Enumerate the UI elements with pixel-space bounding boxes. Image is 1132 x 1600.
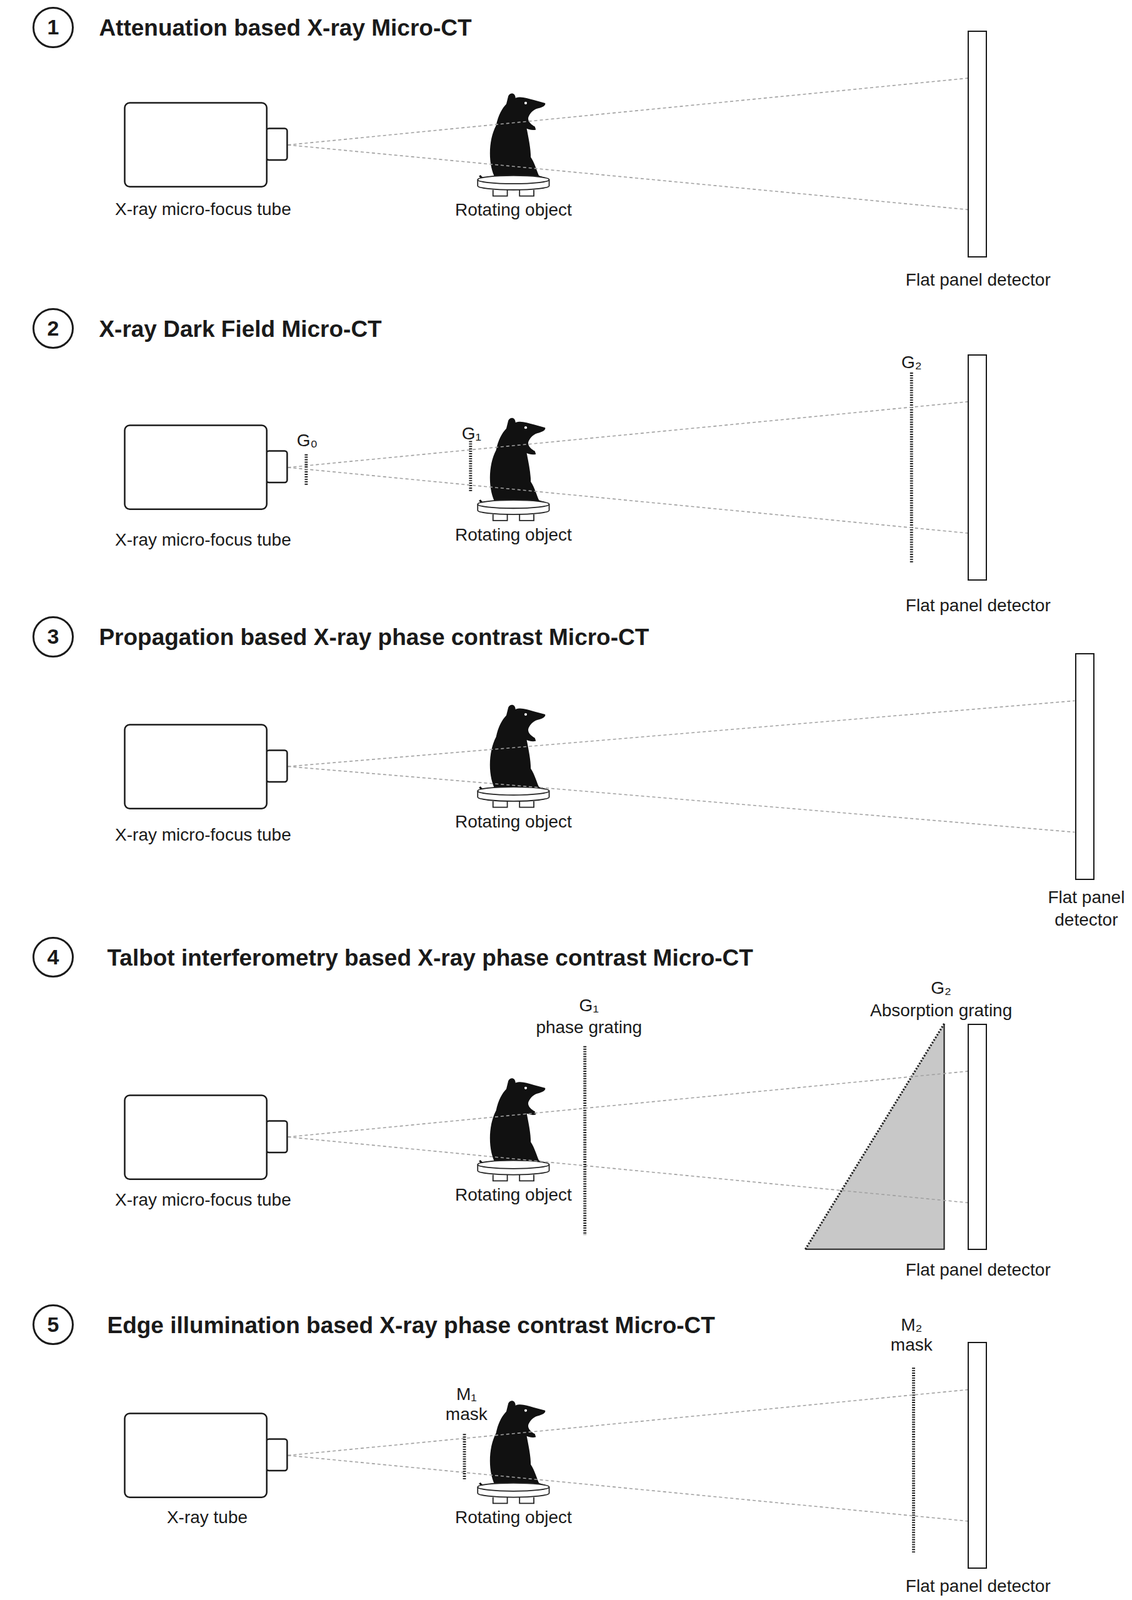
detector-label: Flat panel detector: [905, 270, 1051, 290]
tube-nozzle: [266, 128, 287, 161]
panel-number: 1: [32, 6, 74, 48]
part-label: M₂: [900, 1316, 922, 1334]
detector-label: Flat panel detector: [905, 595, 1051, 616]
part-label: Rotating object: [455, 813, 572, 831]
grating: [468, 440, 472, 492]
beam-line: [287, 467, 968, 534]
part-label: Rotating object: [455, 526, 572, 544]
part-label: G₁: [579, 996, 599, 1015]
beam-line: [287, 401, 968, 468]
part-label: G₂: [901, 353, 922, 372]
grating: [910, 372, 914, 564]
tube-nozzle: [266, 451, 287, 484]
beam-line: [287, 1390, 968, 1456]
flat-panel-detector: Flat panel detector: [967, 1023, 987, 1251]
flat-panel-detector: Flat panel detector: [967, 30, 987, 258]
grating: [583, 1046, 587, 1236]
beam-line: [287, 78, 968, 146]
xray-tube: X-ray micro-focus tube: [123, 1094, 289, 1181]
absorption-grating-edge: [805, 1023, 944, 1250]
detector-label: Flat panel detector: [905, 1260, 1051, 1280]
panel-number-text: 1: [34, 8, 72, 46]
mouse-on-stage: [477, 705, 549, 808]
beam-line: [287, 1071, 968, 1138]
part-label: G₂: [930, 979, 952, 997]
panel-title: Talbot interferometry based X-ray phase …: [106, 945, 754, 969]
tube-nozzle: [266, 1120, 287, 1153]
panel-number-text: 4: [34, 938, 72, 976]
xray-tube: X-ray micro-focus tube: [123, 101, 289, 188]
part-label: G₀: [296, 431, 318, 450]
part-label: Rotating object: [455, 201, 572, 219]
tube-body: [124, 425, 267, 510]
panel-number-text: 5: [34, 1306, 72, 1344]
absorption-grating: [805, 1023, 944, 1250]
beam-line: [287, 766, 1075, 832]
tube-label: X-ray micro-focus tube: [115, 530, 292, 550]
tube-body: [124, 103, 267, 187]
panel-number: 3: [32, 616, 74, 657]
panel-title: X-ray Dark Field Micro-CT: [98, 316, 382, 341]
tube-outline: [123, 424, 289, 511]
tube-nozzle: [266, 750, 287, 782]
panel-number-text: 3: [34, 618, 72, 656]
xray-tube: X-ray micro-focus tube: [123, 723, 289, 810]
part-label: M₁: [456, 1385, 477, 1404]
panel-number-text: 2: [34, 310, 72, 347]
mouse-on-stage: [477, 1400, 549, 1504]
tube-label: X-ray micro-focus tube: [115, 199, 292, 219]
part-label: phase grating: [535, 1018, 642, 1037]
tube-nozzle: [266, 1439, 287, 1472]
part-label: G₁: [461, 425, 482, 443]
part-label: Absorption grating: [870, 1001, 1012, 1020]
detector-label: Flat panel detector: [905, 1577, 1051, 1597]
tube-label: X-ray tube: [166, 1508, 248, 1528]
panel-number: 4: [32, 936, 74, 978]
mouse-on-stage: [477, 418, 549, 521]
part-label: Rotating object: [455, 1508, 572, 1527]
tube-outline: [123, 101, 289, 188]
tube-outline: [123, 1094, 289, 1181]
panel-title: Propagation based X-ray phase contrast M…: [98, 625, 649, 649]
beam-line: [287, 1137, 968, 1203]
tube-body: [124, 1095, 267, 1179]
mouse-on-stage: [477, 1078, 549, 1181]
panel-number: 2: [32, 308, 74, 349]
tube-label: X-ray micro-focus tube: [115, 1190, 292, 1211]
beam-line: [287, 700, 1075, 767]
tube-outline: [123, 1412, 289, 1499]
flat-panel-detector: Flat panel detector: [967, 354, 987, 582]
beam-line: [287, 1455, 968, 1522]
mask: [463, 1433, 467, 1480]
panel-number: 5: [32, 1304, 74, 1346]
flat-panel-detector: Flat panel detector: [1075, 653, 1095, 881]
part-label: mask: [445, 1405, 488, 1424]
tube-body: [124, 724, 267, 809]
xray-tube: X-ray tube: [123, 1412, 289, 1499]
detector-label: Flat panel detector: [1043, 885, 1129, 932]
tube-outline: [123, 723, 289, 810]
part-label: Rotating object: [455, 1186, 572, 1204]
absorption-grating-edge: [805, 1023, 944, 1250]
flat-panel-detector: Flat panel detector: [967, 1342, 987, 1569]
part-label: mask: [890, 1336, 933, 1354]
panel-title: Edge illumination based X-ray phase cont…: [106, 1313, 715, 1337]
xray-tube: X-ray micro-focus tube: [123, 424, 289, 511]
beam-line: [287, 145, 968, 210]
tube-body: [124, 1413, 267, 1498]
mouse-on-stage: [477, 93, 549, 196]
panel-title: Attenuation based X-ray Micro-CT: [98, 16, 472, 40]
tube-label: X-ray micro-focus tube: [115, 825, 292, 845]
